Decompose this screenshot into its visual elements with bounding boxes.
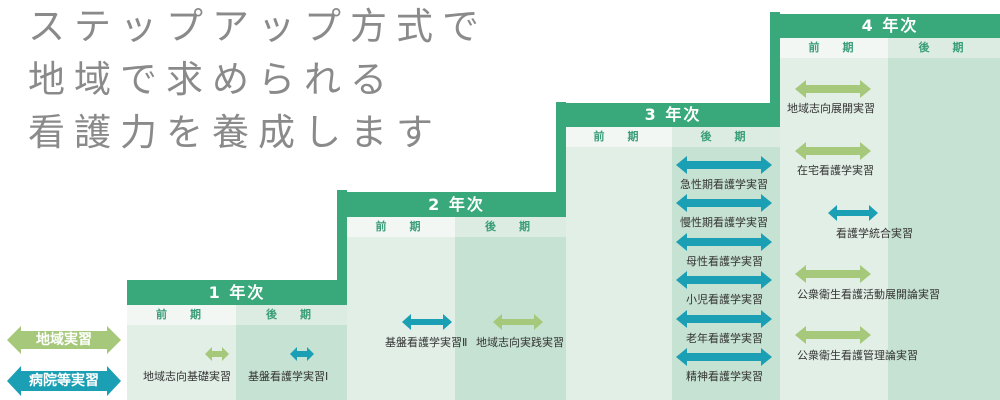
year-3-first-label: 前 期: [566, 127, 672, 147]
y3-practicum-label-5: 老年看護学実習: [686, 332, 763, 345]
y3-practicum-label-4: 小児看護学実習: [686, 293, 763, 306]
intro-line-3: 看護力を養成します: [28, 111, 442, 154]
y2-first-practicum: 基盤看護学実習Ⅱ: [385, 336, 468, 349]
stair-riser-2: [556, 102, 566, 232]
y4-green-arrow-5: [795, 326, 871, 344]
y4-practicum-label-5: 公衆衛生看護管理論実習: [797, 349, 918, 362]
legend-community-label: 地域実習: [36, 332, 92, 348]
year-2-first-label: 前 期: [347, 217, 455, 237]
stair-riser-3: [770, 12, 780, 132]
y3-teal-arrow-2: [676, 194, 772, 212]
y1-first-practicum: 地域志向基礎実習: [143, 370, 231, 383]
legend-hospital-label: 病院等実習: [29, 373, 99, 389]
y1-second-practicum: 基盤看護学実習Ⅰ: [248, 370, 329, 383]
y1-second-teal-arrow: [290, 347, 314, 361]
intro-text: ステップアップ方式で 地域で求められる 看護力を養成します: [28, 0, 488, 159]
year-3-first-half: [566, 127, 672, 400]
year-3-second-label: 後 期: [672, 127, 780, 147]
y4-green-arrow-2: [795, 142, 871, 160]
year-4-header: 4 年次: [780, 14, 1000, 38]
y3-teal-arrow-4: [676, 271, 772, 289]
y3-practicum-label-1: 急性期看護学実習: [680, 178, 768, 191]
year-4-second-half: [888, 38, 1000, 400]
year-2-header: 2 年次: [347, 192, 566, 217]
year-4-first-label: 前 期: [780, 38, 888, 58]
y4-green-arrow-4: [795, 265, 871, 283]
intro-line-1: ステップアップ方式で: [28, 5, 488, 48]
y3-practicum-label-6: 精神看護学実習: [686, 370, 763, 383]
y3-practicum-label-3: 母性看護学実習: [686, 255, 763, 268]
year-2-first-half: [347, 217, 455, 400]
y4-green-arrow-1: [795, 80, 871, 98]
y4-practicum-label-2: 在宅看護学実習: [797, 164, 874, 177]
year-1-second-label: 後 期: [236, 305, 347, 325]
y3-teal-arrow-5: [676, 310, 772, 328]
y3-teal-arrow-3: [676, 233, 772, 251]
y4-practicum-label-3: 看護学統合実習: [836, 227, 913, 240]
y2-first-teal-arrow: [402, 314, 452, 330]
year-1-first-label: 前 期: [127, 305, 236, 325]
y4-practicum-label-1: 地域志向展開実習: [787, 102, 875, 115]
legend-community: 地域実習: [7, 326, 121, 354]
y4-teal-arrow-3: [828, 205, 878, 221]
y3-practicum-label-2: 慢性期看護学実習: [680, 216, 768, 229]
legend-hospital-arrow: [7, 366, 121, 396]
year-3-header: 3 年次: [566, 103, 780, 127]
legend-hospital: 病院等実習: [7, 366, 121, 396]
y4-practicum-label-4: 公衆衛生看護活動展開論実習: [797, 288, 940, 301]
year-4-second-label: 後 期: [888, 38, 1000, 58]
year-2-second-label: 後 期: [455, 217, 566, 237]
y3-teal-arrow-1: [676, 156, 772, 174]
intro-line-2: 地域で求められる: [28, 58, 396, 101]
y2-second-practicum: 地域志向実践実習: [476, 336, 564, 349]
y2-second-green-arrow: [493, 314, 543, 330]
legend-community-arrow: [7, 326, 121, 354]
y3-teal-arrow-6: [676, 348, 772, 366]
year-1-header: 1 年次: [127, 280, 347, 305]
y1-first-green-arrow: [205, 347, 229, 361]
year-2-second-half: [455, 217, 566, 400]
